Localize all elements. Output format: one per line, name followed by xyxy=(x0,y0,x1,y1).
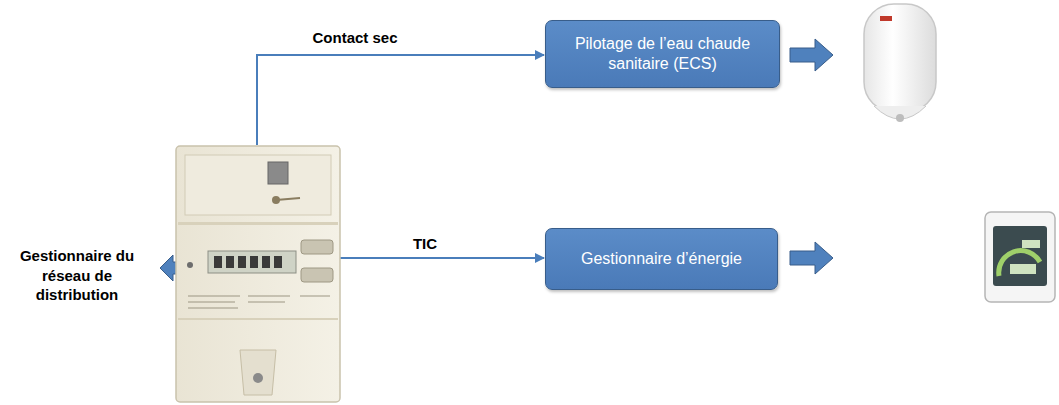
signal-label: Contact sec xyxy=(280,28,430,48)
water-heater xyxy=(864,4,936,122)
process-box: Gestionnaire d’énergie xyxy=(545,228,778,290)
box-text: Pilotage de l’eau chaude sanitaire (ECS) xyxy=(558,34,767,74)
box-text: Gestionnaire d’énergie xyxy=(581,249,742,269)
process-box: Pilotage de l’eau chaude sanitaire (ECS) xyxy=(545,20,780,88)
electric-meter xyxy=(176,146,340,402)
tic-wire xyxy=(340,257,544,259)
actor-label: Gestionnaire du réseau de distribution xyxy=(2,246,152,305)
block-arrow xyxy=(790,242,833,274)
block-arrow xyxy=(790,39,833,71)
energy-monitor xyxy=(985,212,1055,302)
signal-label: TIC xyxy=(395,234,455,254)
contact-wire xyxy=(257,55,544,145)
